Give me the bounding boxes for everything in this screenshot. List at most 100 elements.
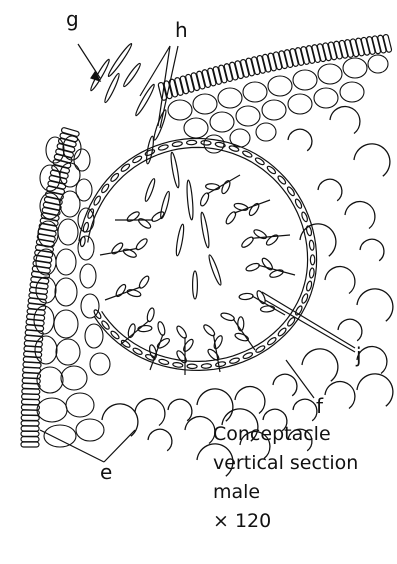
medulla-filament	[135, 399, 165, 426]
cortex-cell	[90, 353, 110, 375]
conceptacle-wall	[79, 138, 317, 370]
cortex-cell	[35, 336, 57, 364]
leader-line	[104, 430, 135, 462]
antheridium	[220, 179, 231, 194]
paraphysis	[170, 152, 181, 188]
wall-cell	[310, 255, 314, 265]
paraphysis	[107, 42, 134, 78]
cortex-cell	[56, 339, 80, 365]
cortex-cell	[61, 366, 87, 390]
paraphysis	[207, 254, 222, 286]
medulla-filament	[185, 417, 215, 444]
cortex-cell	[58, 219, 78, 245]
cortex-cell	[343, 58, 367, 78]
wall-cell	[306, 225, 313, 236]
label-g: g	[66, 7, 79, 31]
medulla-filament	[168, 399, 192, 421]
cortex-cell	[54, 310, 78, 338]
cortex-stripe	[21, 442, 39, 447]
paraphysis	[200, 212, 211, 248]
antheridium	[137, 217, 152, 230]
leader-line	[286, 360, 314, 398]
cortex-cell	[256, 123, 276, 141]
cortex-cell	[80, 264, 96, 288]
antheridium	[265, 233, 280, 247]
cortex-cell	[81, 294, 99, 318]
cortex-cell	[168, 100, 192, 120]
antheridium	[205, 183, 219, 190]
wall-cell	[158, 358, 169, 365]
paraphysis	[122, 62, 142, 88]
cortex-cell	[368, 55, 388, 73]
wall-cell	[80, 236, 86, 247]
cortex-cell	[85, 324, 103, 348]
antheridium	[199, 192, 210, 207]
cortex-cell	[268, 76, 292, 96]
medulla-filament	[357, 374, 393, 406]
paraphysis	[193, 271, 198, 299]
paraphysis	[159, 191, 171, 219]
antheridium	[182, 338, 195, 353]
leader-line	[265, 300, 355, 352]
label-j: j	[355, 343, 362, 367]
medulla-filament	[357, 289, 393, 321]
cortex-stripe	[21, 421, 39, 426]
medulla-filament	[288, 129, 312, 151]
cortex-stripe	[21, 426, 39, 431]
cortex-cell	[40, 165, 60, 191]
wall-cell	[306, 281, 313, 292]
paraphysis	[144, 178, 157, 202]
cortex-cell	[243, 82, 267, 102]
cortex-cell	[66, 393, 94, 417]
wall-outline-outer	[88, 147, 308, 361]
cortex-cell	[37, 367, 63, 393]
medulla-filament	[330, 107, 360, 134]
label-f: f	[316, 394, 324, 418]
antheridium	[138, 275, 151, 290]
wall-cell	[201, 140, 211, 145]
cortex-cell	[37, 398, 67, 422]
antheridium	[114, 283, 127, 298]
antheridium	[240, 235, 255, 249]
cortex-cell	[314, 88, 338, 108]
cortex-cell	[262, 100, 286, 120]
cortex-cell	[293, 70, 317, 90]
paraphysis	[103, 72, 121, 103]
leader-line	[78, 44, 100, 78]
antheridium	[148, 344, 157, 359]
antheridium	[234, 332, 249, 342]
cortex-cell	[76, 179, 92, 201]
cortex-stripe	[21, 399, 39, 405]
cortex-cell	[56, 249, 76, 275]
antheridium	[248, 202, 261, 217]
medulla-filament	[273, 374, 297, 396]
wall-cell	[173, 362, 184, 368]
medulla-filament	[148, 429, 172, 451]
antheridium	[110, 241, 124, 255]
antheridium	[255, 290, 266, 305]
cortex-cell	[184, 118, 208, 138]
wall-cell	[172, 141, 183, 147]
medulla-filament	[235, 387, 265, 414]
cortex-stripe	[22, 394, 40, 400]
cortex-stripe	[21, 431, 39, 436]
cortex-cell	[236, 106, 260, 126]
cortex-cell	[218, 88, 242, 108]
medulla-filament	[302, 349, 338, 381]
cortex-stripe	[21, 437, 39, 442]
antheridium	[175, 325, 188, 340]
cortex-cell	[63, 136, 81, 160]
antheridium	[233, 202, 248, 211]
caption-line-4: × 120	[213, 507, 358, 536]
wall-cell	[201, 363, 211, 368]
medulla-filament	[354, 144, 390, 176]
figure-caption: Conceptacle vertical section male × 120	[213, 420, 358, 536]
antheridium	[220, 312, 235, 322]
medulla-filament	[102, 404, 138, 436]
paraphysis	[186, 180, 194, 220]
cortex-cell	[318, 64, 342, 84]
medulla-filament	[325, 267, 355, 294]
cortex-cell	[76, 419, 104, 441]
cortex-cell	[288, 94, 312, 114]
cortex-cell	[55, 278, 77, 306]
